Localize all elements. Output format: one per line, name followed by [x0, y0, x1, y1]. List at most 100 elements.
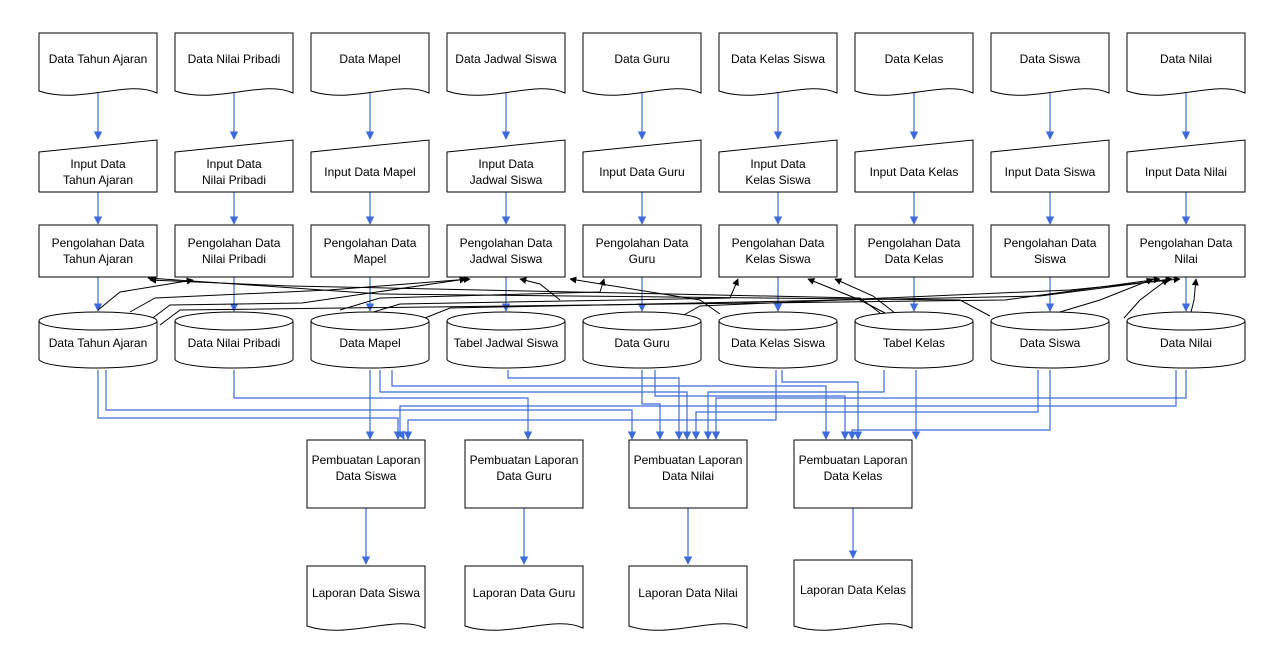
- document-5: Data Guru: [582, 32, 702, 96]
- connector: [97, 277, 194, 311]
- database-rim: [1126, 320, 1246, 331]
- report-shape: [628, 439, 748, 509]
- document-shape: [174, 32, 294, 96]
- process-shape: [446, 224, 566, 278]
- connector: [396, 370, 1177, 440]
- database-label: Data Siswa: [1020, 336, 1081, 350]
- process-label: Jadwal Siswa: [470, 252, 543, 266]
- document-shape: [306, 565, 426, 631]
- document-3: Data Mapel: [310, 32, 430, 96]
- document-8-label: Data Siswa: [1020, 52, 1081, 66]
- process-shape: [1126, 224, 1246, 278]
- connector: [233, 370, 533, 440]
- connector: [641, 370, 665, 440]
- manual-input-label: Input Data: [750, 157, 806, 171]
- process-label: Pengolahan Data: [188, 236, 281, 250]
- manual-input-shape: [310, 139, 430, 193]
- document-5-label: Data Guru: [614, 52, 669, 66]
- connector: [807, 278, 886, 314]
- connector: [569, 276, 721, 315]
- database-rim: [446, 320, 566, 331]
- document-6: Data Kelas Siswa: [718, 32, 838, 96]
- process-label: Pengolahan Data: [324, 236, 417, 250]
- database-label: Data Guru: [614, 336, 669, 350]
- output-document-4: Laporan Data Kelas: [793, 559, 913, 631]
- database-label: Data Kelas Siswa: [731, 336, 825, 350]
- document-6-label: Data Kelas Siswa: [731, 52, 825, 66]
- connector: [847, 370, 1051, 440]
- manual-input-shape: [990, 139, 1110, 193]
- document-shape: [38, 32, 158, 96]
- process-label: Pengolahan Data: [52, 236, 145, 250]
- document-shape: [793, 559, 913, 631]
- manual-input-label: Nilai Pribadi: [202, 173, 266, 187]
- process-label: Pengolahan Data: [868, 236, 961, 250]
- process-label: Pengolahan Data: [1004, 236, 1097, 250]
- process-label: Tahun Ajaran: [63, 252, 133, 266]
- document-shape: [446, 32, 566, 96]
- document-shape: [990, 32, 1110, 96]
- process-label: Siswa: [1034, 252, 1066, 266]
- document-shape: [718, 32, 838, 96]
- report-label: Pembuatan Laporan: [312, 453, 421, 467]
- process-label: Mapel: [354, 252, 387, 266]
- process-shape: [310, 224, 430, 278]
- connector: [681, 276, 1181, 317]
- database-4: Tabel Jadwal Siswa: [446, 311, 566, 369]
- connector: [379, 370, 692, 440]
- connector: [149, 276, 881, 314]
- database-label: Data Nilai: [1160, 336, 1212, 350]
- document-4: Data Jadwal Siswa: [446, 32, 566, 96]
- process-shape: [174, 224, 294, 278]
- manual-input-7: Input Data Kelas: [854, 139, 974, 193]
- database-rim: [38, 320, 158, 331]
- document-3-label: Data Mapel: [339, 52, 400, 66]
- connector: [703, 370, 885, 440]
- document-7-label: Data Kelas: [885, 52, 944, 66]
- document-shape: [310, 32, 430, 96]
- report-shape: [464, 439, 584, 509]
- report-label: Data Nilai: [662, 469, 714, 483]
- document-shape: [628, 565, 748, 631]
- document-2-label: Data Nilai Pribadi: [188, 52, 281, 66]
- connector: [403, 370, 777, 440]
- connector: [391, 370, 831, 440]
- database-7: Tabel Kelas: [854, 311, 974, 369]
- connector: [519, 277, 561, 301]
- manual-input-label: Input Data Nilai: [1145, 165, 1227, 179]
- connector-lines: [93, 86, 1199, 565]
- process-shape: [990, 224, 1110, 278]
- manual-input-shape: [854, 139, 974, 193]
- process-label: Pengolahan Data: [596, 236, 689, 250]
- manual-input-label: Input Data Siswa: [1005, 165, 1096, 179]
- database-8: Data Siswa: [990, 311, 1110, 369]
- report-label: Data Kelas: [824, 469, 883, 483]
- document-7: Data Kelas: [854, 32, 974, 96]
- connector: [781, 370, 863, 440]
- manual-input-9: Input Data Nilai: [1126, 139, 1246, 193]
- database-label: Tabel Jadwal Siswa: [454, 336, 559, 350]
- manual-input-label: Input Data: [206, 157, 262, 171]
- connector: [711, 370, 1187, 440]
- report-label: Data Siswa: [336, 469, 397, 483]
- manual-input-label: Jadwal Siswa: [470, 173, 543, 187]
- report-shape: [793, 439, 913, 509]
- report-label: Pembuatan Laporan: [470, 453, 579, 467]
- database-5: Data Guru: [582, 311, 702, 369]
- output-document-3: Laporan Data Nilai: [628, 565, 748, 631]
- manual-input-label: Input Data Guru: [599, 165, 684, 179]
- connector: [129, 276, 471, 313]
- manual-input-shape: [174, 139, 294, 193]
- manual-input-3: Input Data Mapel: [310, 139, 430, 193]
